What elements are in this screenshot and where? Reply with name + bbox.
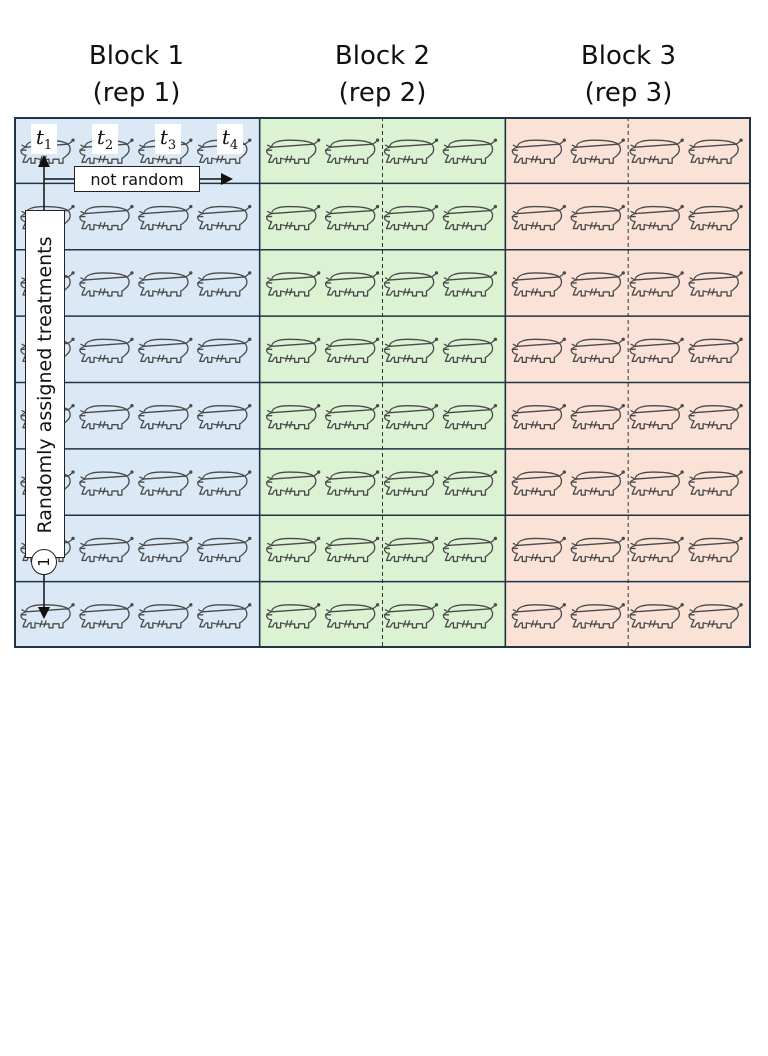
treatment-1-label: t1 [31, 124, 57, 154]
treatment-2-index: 2 [104, 138, 114, 153]
treatment-2-symbol: t [96, 125, 105, 149]
grid-frame [14, 117, 751, 648]
treatment-4-label: t4 [217, 124, 243, 154]
treatment-1-symbol: t [35, 125, 44, 149]
block-1-name: Block 1 [88, 41, 185, 71]
pen-grid [14, 117, 751, 648]
treatment-3-label: t3 [155, 124, 181, 154]
block-2-rep: (rep 2) [338, 78, 427, 108]
randomly-assigned-label: Randomly assigned treatments [34, 236, 56, 534]
randomly-assigned-box [25, 210, 65, 558]
block-3-rep: (rep 3) [584, 78, 673, 108]
treatment-4-index: 4 [229, 138, 239, 153]
step-number: 1 [35, 557, 53, 567]
treatment-3-index: 3 [167, 138, 177, 153]
treatment-2-label: t2 [92, 124, 118, 154]
block-1-rep: (rep 1) [92, 78, 181, 108]
treatment-1-index: 1 [43, 138, 53, 153]
treatment-3-symbol: t [159, 125, 168, 149]
treatment-4-symbol: t [221, 125, 230, 149]
block-3-name: Block 3 [580, 41, 677, 71]
block-3-title: Block 3 (rep 3) [506, 38, 751, 112]
block-2-name: Block 2 [334, 41, 431, 71]
step-number-badge: 1 [31, 549, 57, 575]
block-1-title: Block 1 (rep 1) [14, 38, 259, 112]
not-random-label: not random [74, 166, 200, 192]
block-2-title: Block 2 (rep 2) [260, 38, 505, 112]
